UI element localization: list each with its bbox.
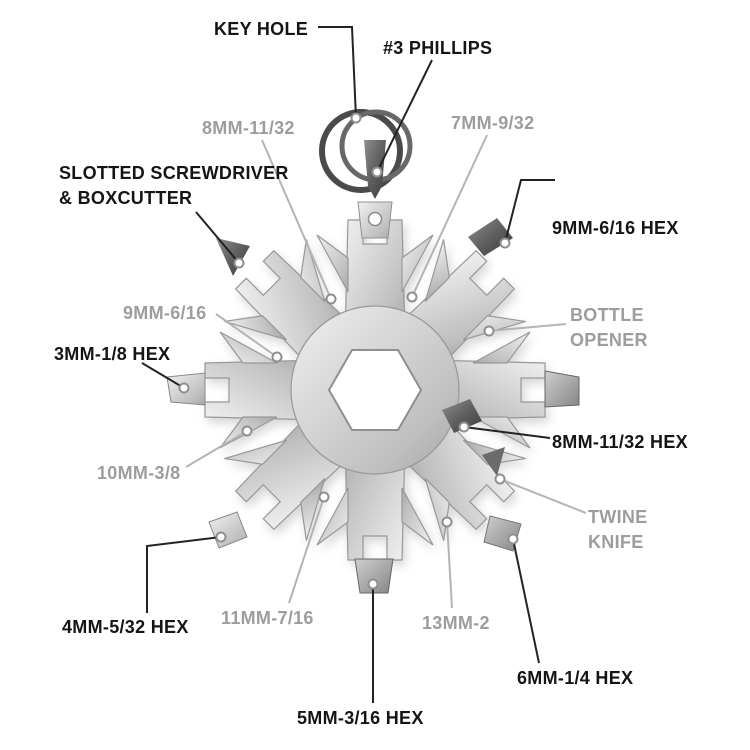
leader-line-socket-13mm-2 (446, 521, 453, 609)
label-socket-10mm-3-8: 10MM-3/8 (97, 463, 181, 483)
leader-line-socket-11mm-7-16 (288, 496, 325, 604)
callout-dot (483, 325, 495, 337)
label-hex-3mm-1-8: 3MM-1/8 HEX (54, 344, 171, 364)
keyring-outer (319, 109, 403, 193)
callout-dot (406, 291, 418, 303)
label-socket-11mm-7-16: 11MM-7/16 (221, 608, 314, 628)
leader-line-hex-9mm-6-16 (504, 179, 555, 244)
label-hex-5mm-3-16: 5MM-3/16 HEX (297, 708, 424, 728)
callout-dot (318, 491, 330, 503)
callout-dot (507, 533, 519, 545)
label-hex-6mm-1-4: 6MM-1/4 HEX (517, 668, 634, 688)
leader-line-bottle-opener (488, 323, 567, 332)
label-slotted-boxcutter: SLOTTED SCREWDRIVER & BOXCUTTER (59, 163, 289, 209)
label-socket-7mm-9-32: 7MM-9/32 (451, 113, 535, 133)
callout-dot (371, 166, 383, 178)
callout-dot (271, 351, 283, 363)
leader-line-twine-knife (499, 478, 587, 514)
hex-bit-8mm-tip (544, 370, 580, 408)
label-socket-8mm-11-32: 8MM-11/32 (202, 118, 295, 138)
leader-line-socket-10mm-3-8 (185, 430, 248, 468)
twine-knife-notch (482, 447, 505, 476)
hex-bit-9mm (468, 218, 513, 256)
callout-dot (241, 425, 253, 437)
label-hex-4mm-5-32: 4MM-5/32 HEX (62, 617, 189, 637)
hex-bit-8mm-facet (442, 399, 482, 433)
label-socket-13mm-2: 13MM-2 (422, 613, 490, 633)
callout-dot (367, 578, 379, 590)
leader-line-socket-7mm-9-32 (411, 134, 488, 298)
leader-lines (141, 26, 587, 703)
leader-line-slotted-boxcutter (195, 211, 240, 264)
hex-bit-5mm (354, 558, 394, 594)
callout-dot (458, 421, 470, 433)
leader-line-phillips-3 (376, 59, 433, 173)
label-hex-8mm-11-32: 8MM-11/32 HEX (552, 432, 688, 452)
label-key-hole: KEY HOLE (214, 19, 309, 39)
leader-line-hex-6mm-1-4 (512, 538, 540, 664)
leader-line-socket-8mm-11-32 (261, 139, 332, 300)
snowflake-tool (204, 219, 546, 561)
callout-dot (499, 237, 511, 249)
callout-dot (233, 257, 245, 269)
callout-dot (441, 516, 453, 528)
callout-dot (494, 473, 506, 485)
leader-line-socket-9mm-6-16 (215, 313, 278, 358)
callout-dot (178, 382, 190, 394)
callout-dot (325, 293, 337, 305)
center-hex-hole (327, 349, 423, 431)
callout-dot (350, 112, 362, 124)
label-bottle-opener: BOTTLE OPENER (570, 305, 648, 351)
label-socket-9mm-6-16: 9MM-6/16 (123, 303, 207, 323)
label-phillips-3: #3 PHILLIPS (383, 38, 493, 58)
hex-bit-4mm (208, 511, 248, 549)
callout-dot (215, 531, 227, 543)
label-hex-9mm-6-16: 9MM-6/16 HEX (552, 218, 679, 238)
hex-bit-6mm (483, 515, 522, 552)
leader-line-key-hole (318, 26, 357, 119)
key-hole (367, 211, 383, 227)
label-twine-knife: TWINE KNIFE (588, 507, 648, 553)
leader-line-hex-8mm-11-32 (463, 426, 551, 439)
leader-line-hex-3mm-1-8 (141, 362, 185, 389)
leader-line-hex-4mm-5-32 (146, 536, 222, 613)
